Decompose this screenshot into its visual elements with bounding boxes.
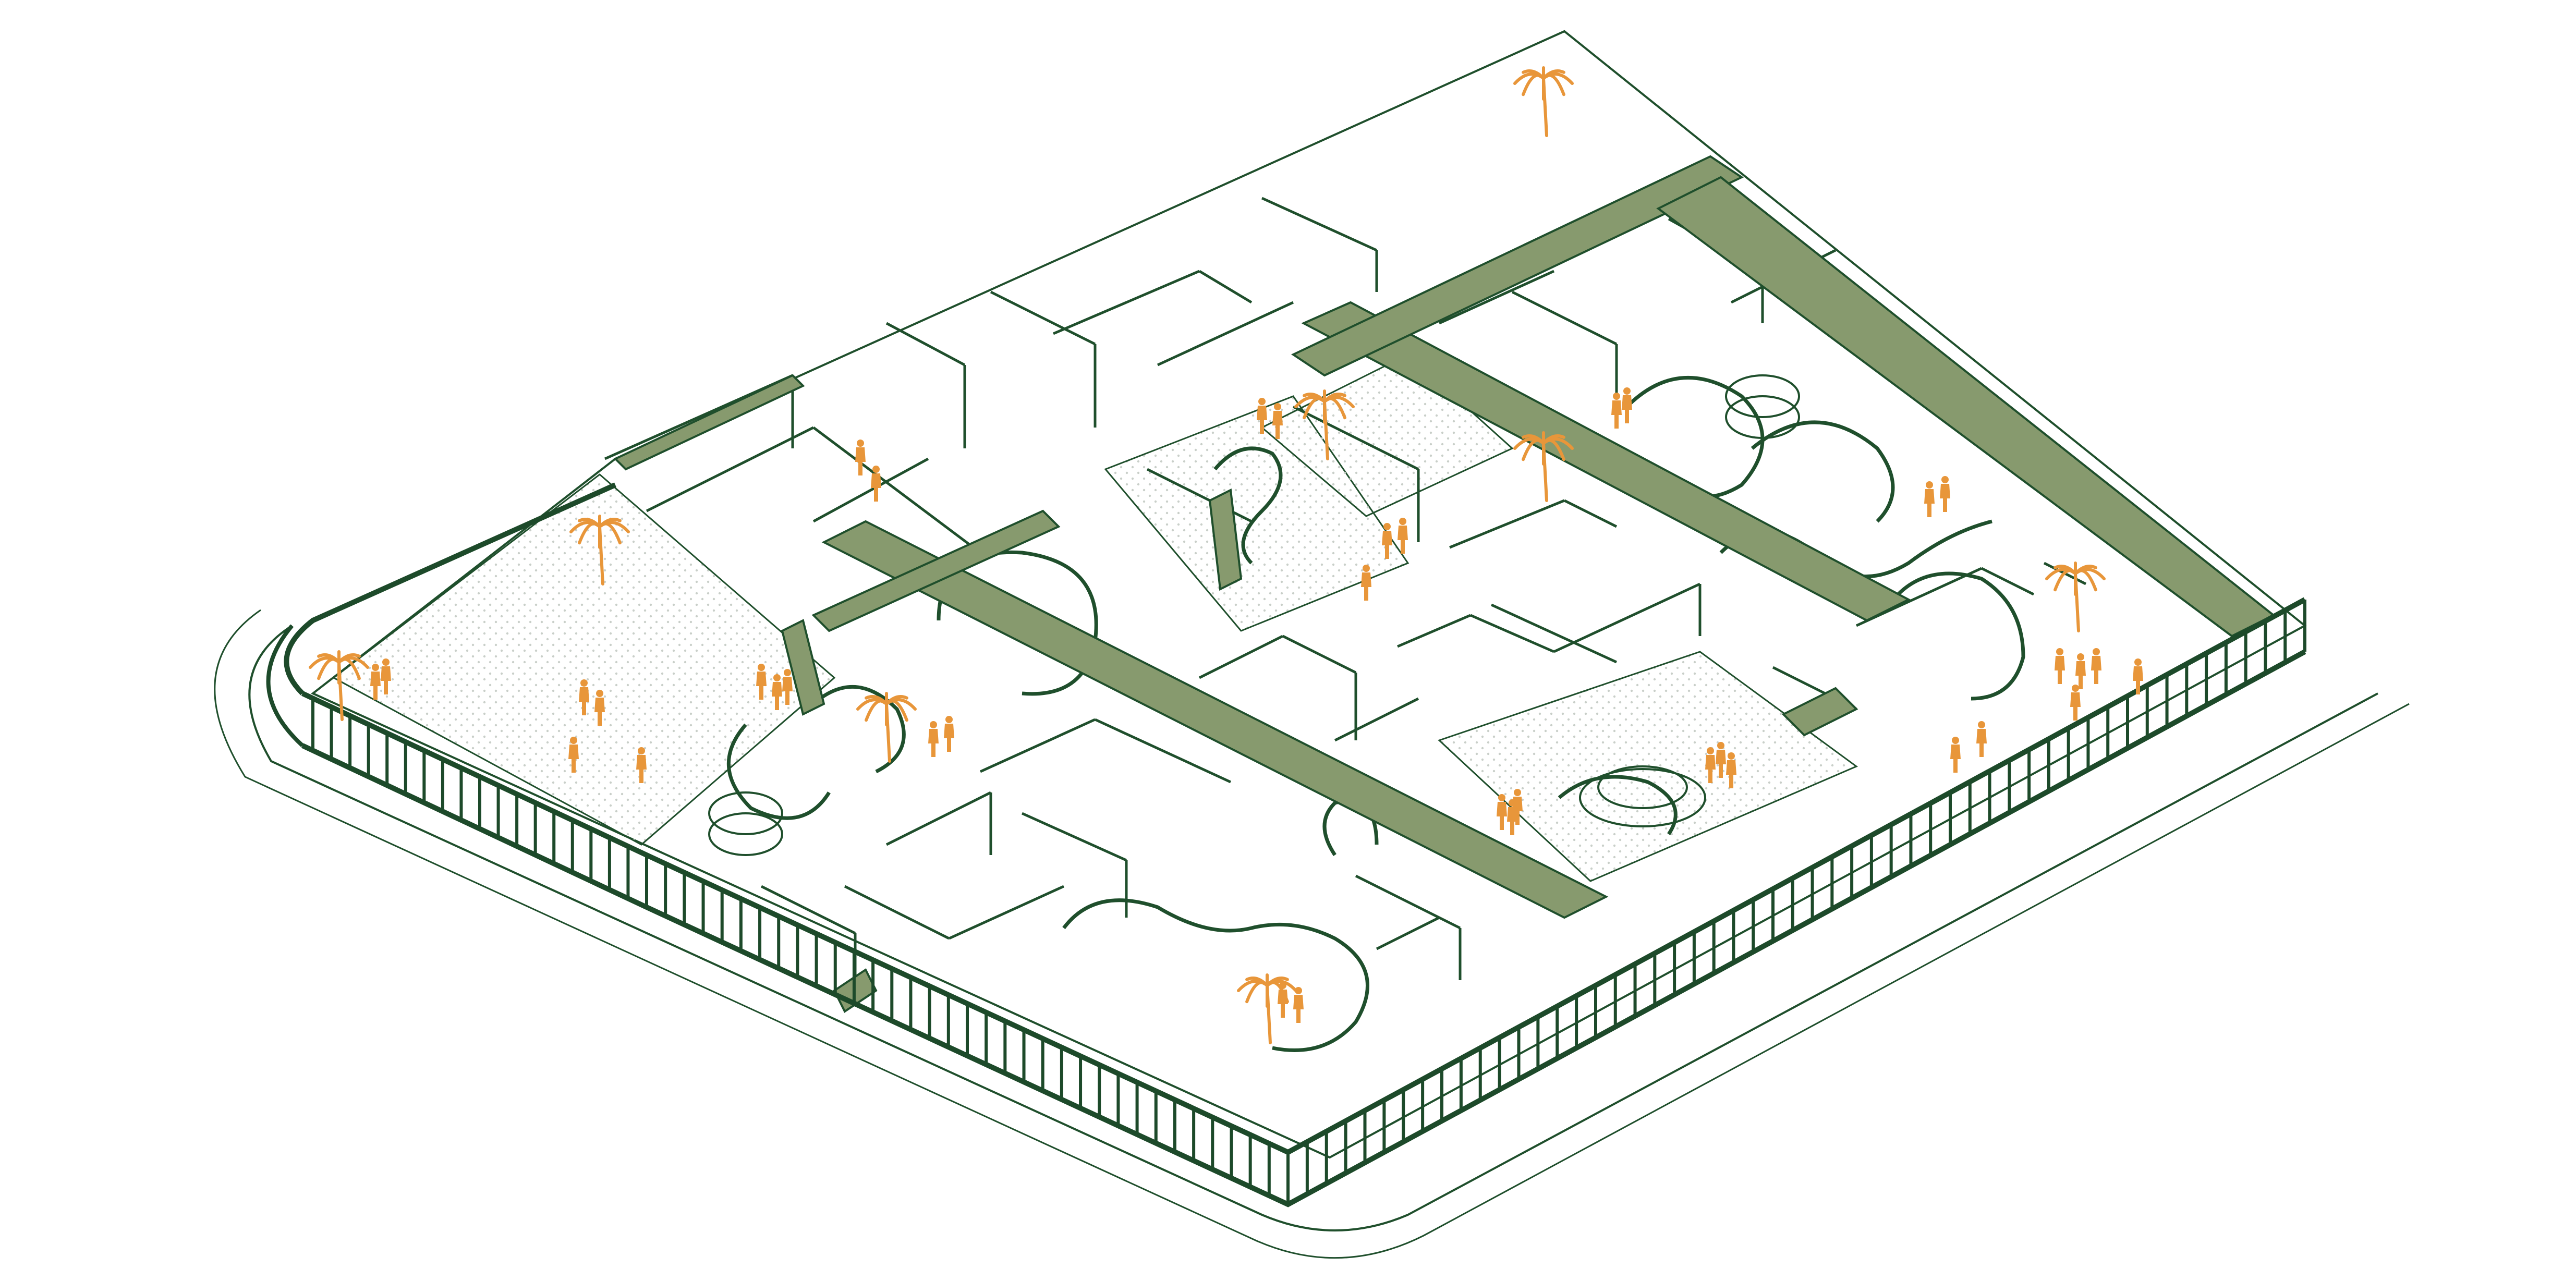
- wall-segment: [1469, 614, 1555, 653]
- roof-beam: [811, 509, 1061, 632]
- person-figure: [1705, 747, 1716, 783]
- person-figure: [2055, 648, 2065, 684]
- person-figure: [1293, 987, 1304, 1023]
- person-figure: [1382, 523, 1392, 559]
- perimeter-fence: [266, 482, 2306, 1207]
- person-figure: [944, 716, 954, 752]
- wall-segment: [1094, 718, 1232, 784]
- person-figure: [1924, 481, 1935, 517]
- roof-beam: [613, 374, 805, 471]
- person-figure: [1611, 393, 1622, 429]
- roof-beam: [1208, 488, 1243, 591]
- person-figure: [2075, 653, 2086, 689]
- wall-segment: [885, 322, 966, 367]
- wall-segment: [1282, 635, 1357, 674]
- wall-segment: [812, 426, 981, 554]
- person-figure: [1726, 752, 1736, 788]
- wall-segment: [844, 885, 950, 940]
- wall-segment: [1053, 270, 1200, 335]
- wall-segment: [1490, 603, 1618, 664]
- palm-tree-icon: [1513, 66, 1574, 137]
- palm-trees: [309, 66, 2106, 1044]
- person-figure: [1257, 398, 1267, 434]
- palm-tree-icon: [2045, 562, 2106, 632]
- roof-beam: [1291, 155, 1744, 377]
- wall-segment: [1355, 874, 1461, 930]
- person-figure: [871, 466, 881, 502]
- person-figure: [2070, 685, 2081, 721]
- wall-segment: [1334, 697, 1419, 742]
- person-figure: [381, 658, 391, 694]
- wall-segment: [1449, 499, 1565, 549]
- wall-segment: [990, 290, 1096, 346]
- roof-beams: [613, 155, 2276, 1013]
- wall-segment: [885, 791, 992, 846]
- roof-beam: [1301, 301, 1911, 622]
- wall-segment: [948, 885, 1065, 940]
- person-figure: [756, 664, 767, 700]
- roof-beam: [1781, 687, 1858, 737]
- wall-segment: [1292, 405, 1419, 471]
- person-figure: [2091, 648, 2101, 684]
- wall-segment: [1198, 270, 1253, 304]
- spiral-stairs: [708, 374, 1800, 856]
- fence-posts: [311, 600, 2306, 1204]
- street-curb: [214, 609, 2410, 1259]
- person-figure: [772, 674, 782, 710]
- wall-segment: [979, 718, 1096, 773]
- people-figures: [370, 387, 2143, 1023]
- palm-tree-icon: [309, 650, 369, 721]
- roof-beam: [821, 520, 1609, 919]
- wall-segment: [812, 457, 929, 523]
- person-figure: [1512, 789, 1523, 825]
- person-figure: [782, 669, 793, 705]
- person-figure: [1976, 721, 1987, 757]
- person-figure: [636, 747, 647, 783]
- person-figure: [1950, 737, 1961, 773]
- wall-segment: [1376, 916, 1440, 950]
- person-figure: [2133, 658, 2143, 694]
- person-figure: [568, 737, 579, 773]
- person-figure: [855, 440, 866, 475]
- person-figure: [1361, 565, 1371, 601]
- person-figure: [1622, 387, 1632, 423]
- wall-segment: [760, 885, 856, 935]
- roof-beam: [781, 619, 825, 716]
- palm-tree-icon: [569, 515, 630, 585]
- wall-segment: [1438, 270, 1555, 325]
- wall-segment: [1261, 197, 1378, 252]
- palm-tree-icon: [1513, 431, 1574, 502]
- palm-tree-icon: [1294, 389, 1355, 460]
- wall-segment: [1397, 614, 1471, 648]
- person-figure: [1940, 476, 1950, 512]
- wall-segment: [1198, 635, 1284, 679]
- wall-segment: [646, 426, 815, 513]
- person-figure: [1272, 403, 1283, 439]
- person-figure: [579, 679, 589, 715]
- person-figure: [1278, 982, 1288, 1018]
- wall-segment: [1980, 567, 2035, 596]
- wall-segment: [1511, 290, 1618, 346]
- main-courtyard: [332, 473, 836, 846]
- wall-segment: [1157, 301, 1294, 367]
- wall-segment: [1563, 499, 1618, 528]
- palm-tree-icon: [856, 692, 917, 763]
- wall-segment: [1553, 582, 1701, 653]
- person-figure: [1716, 742, 1726, 778]
- person-figure: [928, 721, 939, 757]
- person-figure: [1497, 794, 1507, 830]
- person-figure: [370, 664, 381, 700]
- person-figure: [594, 690, 605, 726]
- person-figure: [1398, 518, 1408, 554]
- wall-segment: [1021, 812, 1127, 862]
